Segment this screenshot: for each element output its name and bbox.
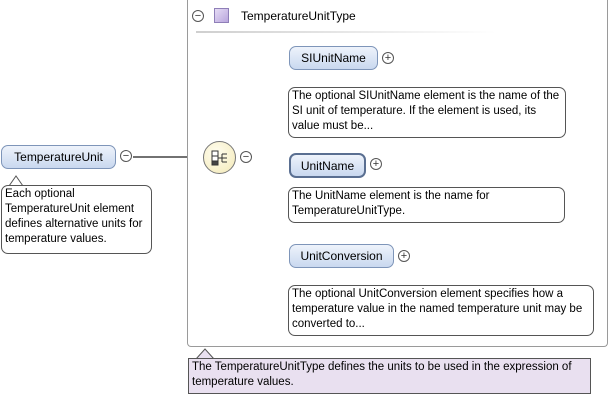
root-collapse-toggle[interactable]: − [120,150,132,162]
siunitname-expand-toggle[interactable]: + [382,52,394,64]
unitname-annotation: The UnitName element is the name for Tem… [288,187,565,223]
unitconversion-annotation: The optional UnitConversion element spec… [288,285,594,336]
element-label: UnitName [300,158,355,173]
element-unitconversion[interactable]: UnitConversion [289,244,394,268]
unitconversion-expand-toggle[interactable]: + [398,250,410,262]
compositor-collapse-toggle[interactable]: − [240,151,252,163]
element-siunitname[interactable]: SIUnitName [289,46,378,70]
complex-type-icon [214,8,229,23]
siunitname-annotation: The optional SIUnitName element is the n… [288,87,566,138]
type-annotation: The TemperatureUnitType defines the unit… [188,358,591,394]
type-name: TemperatureUnitType [241,9,356,23]
unitname-expand-toggle[interactable]: + [370,158,382,170]
element-label: SIUnitName [301,51,366,65]
element-label: UnitConversion [300,249,383,263]
sequence-icon [211,150,227,165]
type-header-divider [196,31,496,33]
sequence-compositor-icon[interactable] [203,141,236,174]
element-unitname[interactable]: UnitName [289,153,366,178]
type-collapse-toggle[interactable]: − [192,10,204,22]
element-label: TemperatureUnit [14,150,103,164]
element-temperatureunit[interactable]: TemperatureUnit [1,145,116,169]
root-element-annotation: Each optional TemperatureUnit element de… [1,185,152,254]
